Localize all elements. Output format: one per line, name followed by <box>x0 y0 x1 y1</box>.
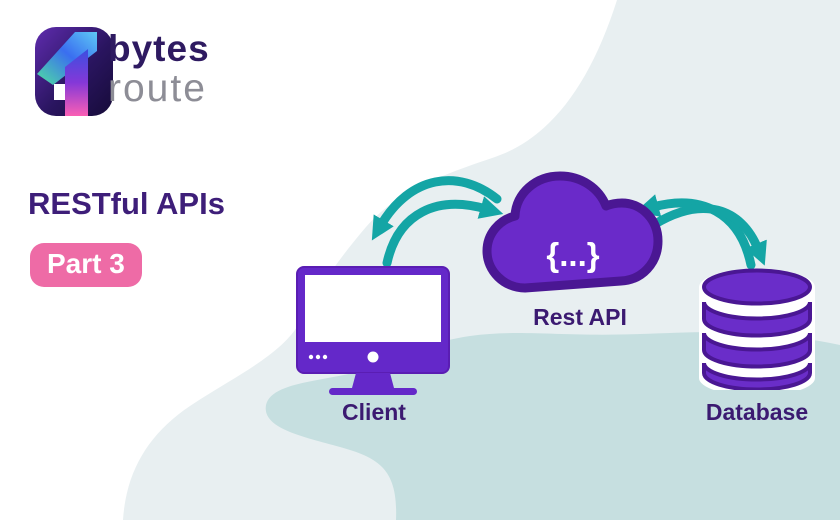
arrow-client-to-api <box>382 196 504 268</box>
client-label: Client <box>342 399 406 425</box>
background-blob-teal <box>265 332 840 520</box>
bytesroute-logo-icon <box>35 27 113 116</box>
logo-wordmark: bytes route <box>108 30 210 108</box>
part-badge: Part 3 <box>30 243 142 287</box>
monitor-icon <box>296 266 450 395</box>
database-icon <box>699 268 815 390</box>
logo-brand-top: bytes <box>108 28 210 69</box>
page-title: RESTful APIs <box>28 186 225 221</box>
database-label: Database <box>705 399 809 425</box>
cloud-code-glyph: {...} <box>546 236 599 273</box>
rest-api-label: Rest API <box>533 304 627 330</box>
arrow-api-to-client <box>371 176 502 241</box>
arrow-api-to-database <box>650 204 767 266</box>
logo-brand-bottom: route <box>108 67 207 110</box>
cloud-icon: {...} <box>482 171 663 293</box>
